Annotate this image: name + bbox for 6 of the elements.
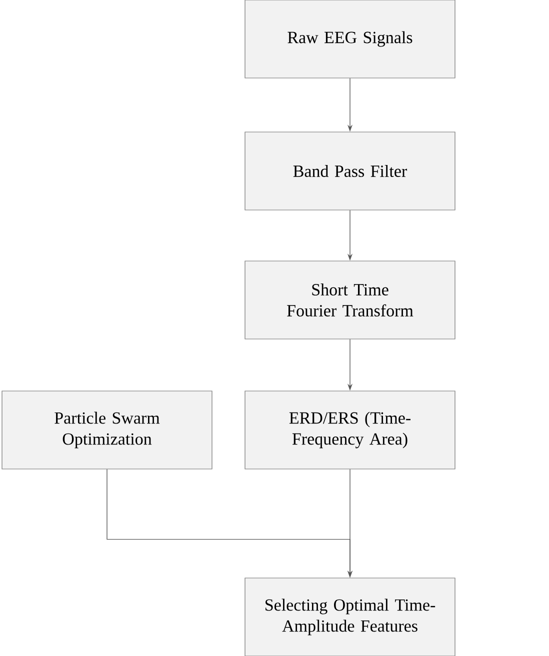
process-box: Band Pass Filter — [244, 132, 456, 210]
process-box: Raw EEG Signals — [244, 0, 456, 78]
process-box: Particle Swarm Optimization — [2, 390, 212, 470]
process-box: Short Time Fourier Transform — [244, 260, 456, 340]
process-box: ERD/ERS (Time-Frequency Area) — [244, 390, 456, 470]
process-box: Selecting Optimal Time-Amplitude Features — [244, 578, 456, 656]
